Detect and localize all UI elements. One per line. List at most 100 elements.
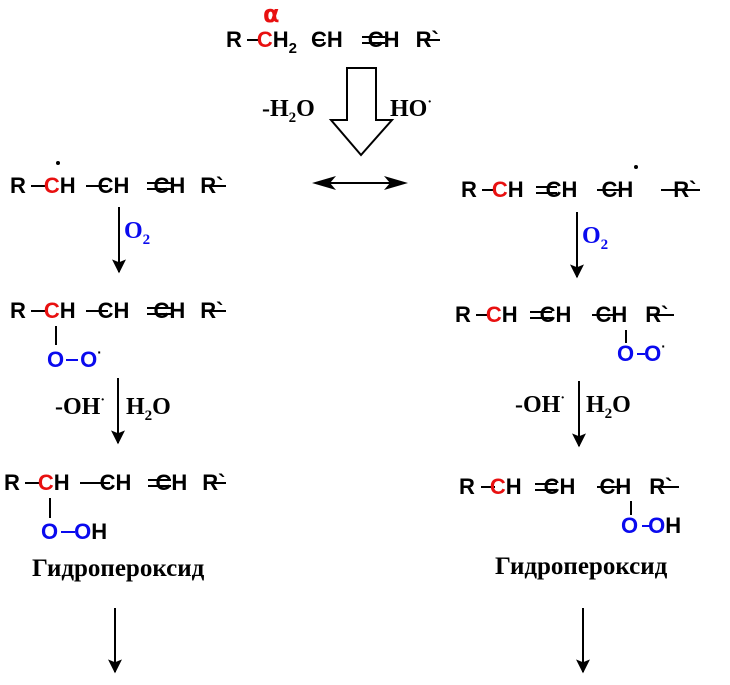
atom-r: R xyxy=(459,474,475,499)
resonance-arrow-head-right xyxy=(384,176,408,190)
atom-r-prime: R` xyxy=(649,474,673,499)
step3-label-left-water: H2O xyxy=(126,394,171,424)
oxygen: O xyxy=(41,519,59,544)
atom-h: H xyxy=(505,474,522,499)
hydrogen: H xyxy=(665,513,682,538)
oxygen: O xyxy=(152,394,171,420)
alpha-carbon: C xyxy=(256,27,273,52)
hydroperoxide-name-left: Гидропероксид xyxy=(32,555,205,582)
o2-label-left: O2 xyxy=(124,218,150,248)
atom-ch: CH xyxy=(311,27,343,52)
atom-r: R xyxy=(455,302,471,327)
alpha-carbon: C xyxy=(485,302,502,327)
alpha-carbon: C xyxy=(37,470,54,495)
atom-ch: CH xyxy=(153,298,186,323)
atom-ch: CH xyxy=(153,173,186,198)
oxygen: O xyxy=(582,223,601,249)
atom-r-prime: R` xyxy=(200,298,224,323)
atom-r-prime: R` xyxy=(200,173,224,198)
minus-water-label: -H2O xyxy=(262,96,315,126)
minus-oh: -OH xyxy=(515,392,561,418)
ho: HO xyxy=(390,96,428,122)
atom-r-prime: R` xyxy=(202,470,226,495)
hydroperoxide-name-right: Гидропероксид xyxy=(495,553,668,580)
subscript: 2 xyxy=(144,408,153,424)
radical-dot xyxy=(634,165,638,169)
atom-ch: CH xyxy=(97,173,130,198)
alpha-label: α xyxy=(263,0,280,28)
atom-r-prime: R` xyxy=(673,177,697,202)
o2-label-right: O2 xyxy=(582,223,608,253)
radical-dot: · xyxy=(97,344,102,360)
minus-oh: -OH xyxy=(55,394,101,420)
alpha-carbon: C xyxy=(491,177,508,202)
atom-r: R xyxy=(4,470,20,495)
atom-ch: CH xyxy=(155,470,188,495)
atom-r-prime: R` xyxy=(645,302,669,327)
step3-label-right-minus: -OH· xyxy=(515,391,565,418)
subscript: 2 xyxy=(142,232,151,248)
oxygen: O xyxy=(124,218,143,244)
oxygen-radical: O xyxy=(644,341,662,366)
atom-ch: CH xyxy=(539,302,572,327)
radical-dot: · xyxy=(100,393,105,408)
hydrogen: H xyxy=(126,394,145,420)
oxygen-radical: O xyxy=(80,347,98,372)
subscript: 2 xyxy=(288,110,297,126)
oxygen: O xyxy=(621,513,639,538)
resonance-arrow-head-left xyxy=(312,176,336,190)
atom-h: H xyxy=(59,298,76,323)
step3-label-right-water: H2O xyxy=(586,392,631,422)
atom-r: R xyxy=(461,177,477,202)
hydroxyl-radical-label: HO· xyxy=(390,95,433,122)
alpha-carbon: C xyxy=(489,474,506,499)
radical-dot: · xyxy=(560,391,565,406)
radical-dot: · xyxy=(427,95,433,110)
atom-ch: CH xyxy=(595,302,628,327)
atom-r: R xyxy=(226,27,242,52)
atom-r-prime: R` xyxy=(415,27,439,52)
alpha-carbon: C xyxy=(43,298,60,323)
oxygen: O xyxy=(617,341,635,366)
hydrogen: H xyxy=(586,392,605,418)
atom-ch: CH xyxy=(99,470,132,495)
oxygen: O xyxy=(74,519,92,544)
atom-ch: CH xyxy=(601,177,634,202)
atom-ch: CH xyxy=(599,474,632,499)
atom-h: H xyxy=(507,177,524,202)
minus-h: -H xyxy=(262,96,289,122)
alpha-carbon: C xyxy=(43,173,60,198)
atom-ch: CH xyxy=(543,474,576,499)
atom-r: R xyxy=(10,173,26,198)
subscript: 2 xyxy=(600,237,609,253)
subscript: 2 xyxy=(604,406,613,422)
atom-ch: CH xyxy=(97,298,130,323)
atom-ch-r: CH xyxy=(367,27,400,52)
oxygen: O xyxy=(648,513,666,538)
atom-ch: CH xyxy=(545,177,578,202)
oxygen: O xyxy=(47,347,65,372)
oxygen: O xyxy=(612,392,631,418)
radical-dot: · xyxy=(661,338,666,354)
radical-dot xyxy=(56,161,60,165)
subscript-2: 2 xyxy=(288,40,298,57)
oxygen: O xyxy=(296,96,315,122)
atom-r: R xyxy=(10,298,26,323)
atom-h: H xyxy=(59,173,76,198)
atom-h: H xyxy=(272,27,289,52)
atom-h: H xyxy=(501,302,518,327)
atom-h: H xyxy=(53,470,70,495)
hydrogen: H xyxy=(91,519,108,544)
